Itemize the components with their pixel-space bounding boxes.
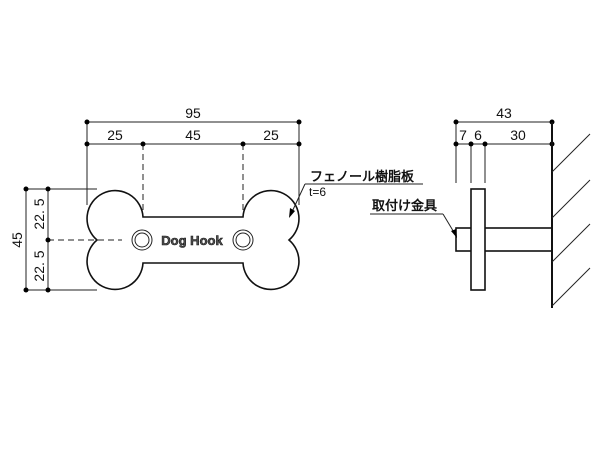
wall-hatch [551,133,591,307]
dim-43-label: 43 [496,105,512,121]
plate-text: Dog Hook [161,233,223,248]
dim-25-left-label: 25 [107,127,123,143]
front-horizontal-dimensions: 95 25 45 25 [84,105,302,217]
material-leader: フェノール樹脂板 t=6 [289,169,423,218]
plate-side [470,188,486,291]
dim-25-right-label: 25 [263,127,279,143]
material-label: フェノール樹脂板 [310,169,415,185]
dim-45-height-label: 45 [9,232,25,248]
dim-30-label: 30 [510,127,526,143]
dim-7-label: 7 [459,127,467,143]
screw-hole-left [131,229,153,251]
dim-22-5-upper-label: 22. 5 [31,198,47,229]
front-vertical-dimensions: 45 22. 5 22. 5 [9,186,122,293]
dim-22-5-lower-label: 22. 5 [31,250,47,281]
side-view [455,122,591,308]
screw-hole-right [232,229,254,251]
bracket-label: 取付け金具 [372,198,437,214]
dim-45-middle-label: 45 [185,127,201,143]
bracket-leader: 取付け金具 [370,198,457,238]
thickness-label: t=6 [309,185,326,199]
dim-95-label: 95 [185,105,201,121]
dim-6-label: 6 [474,127,482,143]
side-dimensions: 43 7 6 30 [453,105,555,183]
